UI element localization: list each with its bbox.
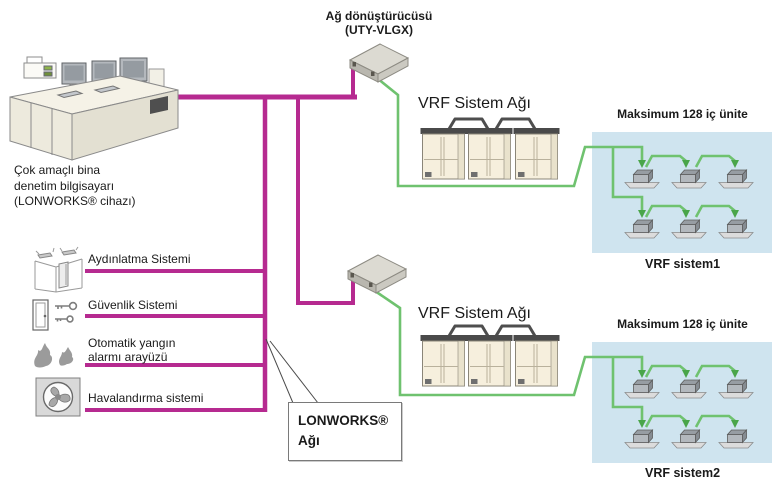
computer-caption-line1: Çok amaçlı bina — [14, 163, 101, 177]
building-control-computer-illustration — [9, 56, 179, 161]
security-system-label: Güvenlik Sistemi — [88, 298, 178, 312]
vrf-network-lines — [352, 60, 592, 397]
printer-icon — [23, 56, 57, 79]
outdoor-units-system2 — [421, 326, 560, 386]
network-converter-2 — [347, 254, 407, 294]
keyboard-icon — [56, 90, 84, 99]
lighting-icon — [34, 246, 83, 293]
converter-label: Ağ dönüştürücüsü (UTY-VLGX) — [298, 9, 460, 37]
max-indoor-units-label-2: Maksimum 128 iç ünite — [617, 317, 748, 331]
computer-caption-line2: denetim bilgisayarı — [14, 178, 115, 193]
lonworks-callout-line2: Ağı — [298, 433, 320, 448]
computer-caption-line3: (LONWORKS® cihazı) — [14, 194, 136, 208]
indoor-units-system2 — [592, 342, 772, 463]
lonworks-callout-line1: LONWORKS® — [298, 413, 389, 428]
lighting-system-label: Aydınlatma Sistemi — [88, 252, 191, 266]
monitor-icon — [91, 60, 117, 87]
callout-lines — [265, 338, 319, 404]
key-icon — [55, 301, 78, 311]
computer-caption: Çok amaçlı bina denetim bilgisayarı (LON… — [14, 163, 184, 210]
converter-label-line2: (UTY-VLGX) — [345, 23, 413, 38]
max-indoor-units-label-1: Maksimum 128 iç ünite — [617, 107, 748, 121]
key-icon — [55, 315, 74, 323]
ventilation-system-label: Havalandırma sistemi — [88, 391, 204, 405]
keyboard-icon — [93, 85, 121, 94]
lonworks-network-lines — [85, 61, 357, 412]
desk-vent — [150, 96, 168, 114]
vrf-network-label-2: VRF Sistem Ağı — [418, 305, 531, 322]
fire-alarm-label: Otomatik yangın alarmı arayüzü — [88, 336, 176, 364]
converter-label-line1: Ağ dönüştürücüsü — [325, 9, 433, 23]
outdoor-units-system1 — [421, 119, 560, 179]
vrf-network-label-1: VRF Sistem Ağı — [418, 95, 531, 112]
fire-alarm-icon — [34, 343, 74, 368]
lonworks-callout-box: LONWORKS® Ağı — [288, 402, 402, 461]
vrf-system2-label: VRF sistem2 — [644, 466, 721, 480]
fire-alarm-label-line1: Otomatik yangın — [88, 336, 176, 350]
vrf-wire-system1 — [356, 60, 592, 188]
network-converter-1 — [349, 43, 409, 83]
security-icon — [32, 299, 78, 331]
fire-alarm-label-line2: alarmı arayüzü — [88, 349, 168, 364]
ventilation-icon — [35, 377, 81, 417]
vrf-system1-label: VRF sistem1 — [644, 257, 721, 271]
indoor-units-system1 — [592, 132, 772, 253]
vrf-wire-system2 — [352, 274, 592, 397]
